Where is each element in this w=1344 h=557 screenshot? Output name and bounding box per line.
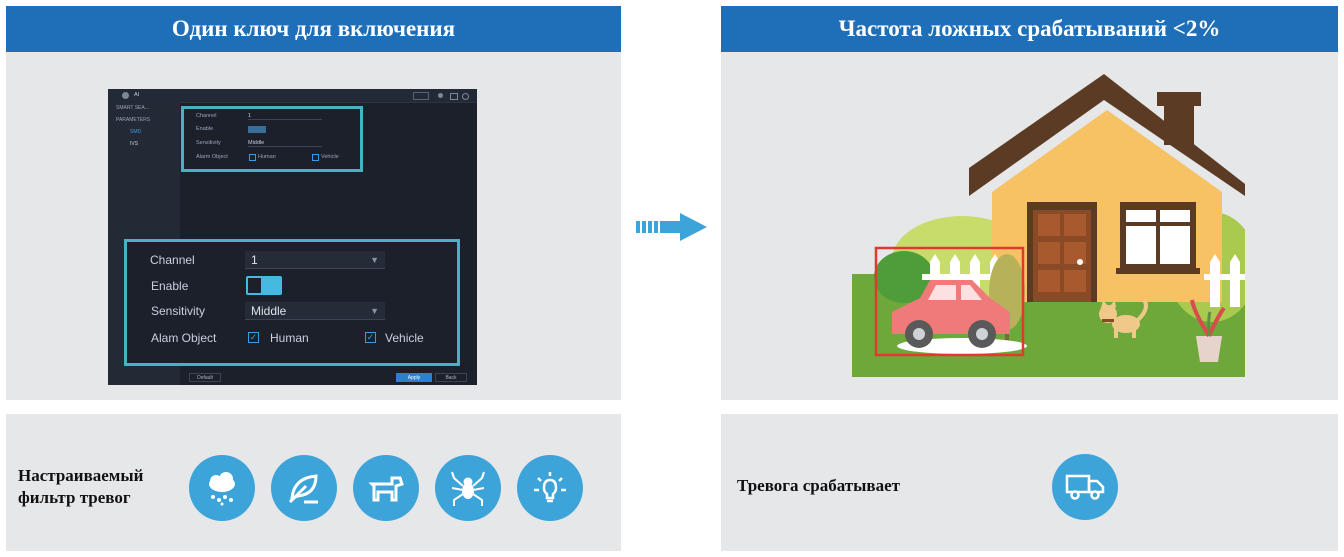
live-badge[interactable] — [413, 92, 429, 100]
rain-snow-icon — [189, 455, 255, 521]
enable-toggle[interactable] — [246, 276, 282, 295]
sensitivity-value: Middle — [251, 304, 287, 318]
spider-icon — [435, 455, 501, 521]
small-form-highlight — [181, 106, 363, 172]
vehicle-label: Vehicle — [385, 331, 424, 345]
alarm-triggered-label: Тревога срабатывает — [737, 476, 900, 495]
channel-select[interactable]: 1 ▼ — [245, 251, 385, 269]
alarm-filter-label-line2: фильтр тревог — [18, 488, 131, 507]
roof — [969, 74, 1245, 196]
small-human-label: Human — [258, 154, 276, 160]
dog-icon — [353, 455, 419, 521]
small-sensitivity-select[interactable]: Middle — [248, 140, 322, 147]
left-header: Один ключ для включения — [6, 6, 621, 52]
sidebar-item-ivs[interactable]: IVS — [130, 141, 139, 147]
right-header: Частота ложных срабатываний <2% — [721, 6, 1338, 52]
sidebar-item-smd[interactable]: SMD — [130, 129, 142, 135]
small-sensitivity-label: Sensitivity — [196, 140, 221, 146]
toggle-knob — [248, 278, 261, 293]
user-icon[interactable] — [438, 93, 443, 98]
chimney — [1157, 92, 1201, 106]
alarm-filter-label-line1: Настраиваемый — [18, 466, 144, 485]
bush — [874, 251, 934, 303]
dvr-title-bar: AI — [108, 89, 477, 103]
small-object-label: Alarm Object — [196, 154, 228, 160]
light-bulb-icon — [517, 455, 583, 521]
enable-label: Enable — [151, 279, 189, 293]
house-illustration — [852, 74, 1245, 377]
potted-plant — [1190, 299, 1226, 362]
apply-button[interactable]: Apply — [396, 373, 432, 382]
car — [892, 280, 1010, 348]
back-button[interactable]: Back — [435, 373, 467, 382]
chevron-down-icon: ▼ — [370, 255, 379, 265]
alarm-object-label: Alam Object — [151, 331, 217, 345]
human-checkbox[interactable]: ✓ — [248, 332, 259, 343]
right-bottom-panel — [721, 414, 1338, 551]
leaf-icon — [271, 455, 337, 521]
sidebar-item-parameters[interactable]: PARAMETERS — [116, 117, 151, 123]
sidebar-item-smart-search[interactable]: SMART SEA... — [116, 105, 149, 111]
small-vehicle-label: Vehicle — [321, 154, 339, 160]
vehicle-checkbox[interactable]: ✓ — [365, 332, 376, 343]
small-vehicle-checkbox[interactable] — [312, 154, 319, 161]
small-enable-label: Enable — [196, 126, 214, 132]
vehicle-detection-box — [874, 246, 1025, 357]
human-label: Human — [270, 331, 309, 345]
sensitivity-select[interactable]: Middle ▼ — [245, 302, 385, 320]
channel-value: 1 — [251, 253, 258, 267]
arrow-right-icon — [636, 213, 707, 241]
small-channel-label: Channel — [196, 113, 217, 119]
channel-label: Channel — [150, 253, 195, 267]
sensitivity-label: Sensitivity — [151, 304, 206, 318]
default-button[interactable]: Default — [189, 373, 221, 382]
chevron-down-icon: ▼ — [370, 306, 379, 316]
small-enable-toggle[interactable] — [248, 126, 266, 133]
menu-icon[interactable] — [450, 93, 458, 100]
small-channel-select[interactable]: 1 — [248, 113, 322, 120]
dvr-title: AI — [134, 92, 140, 98]
settings-icon[interactable] — [462, 93, 469, 100]
alarm-filter-label: Настраиваемый фильтр тревог — [18, 465, 143, 509]
small-human-checkbox[interactable] — [249, 154, 256, 161]
cat — [1099, 298, 1148, 338]
ai-icon — [122, 92, 129, 99]
truck-icon — [1052, 454, 1118, 520]
